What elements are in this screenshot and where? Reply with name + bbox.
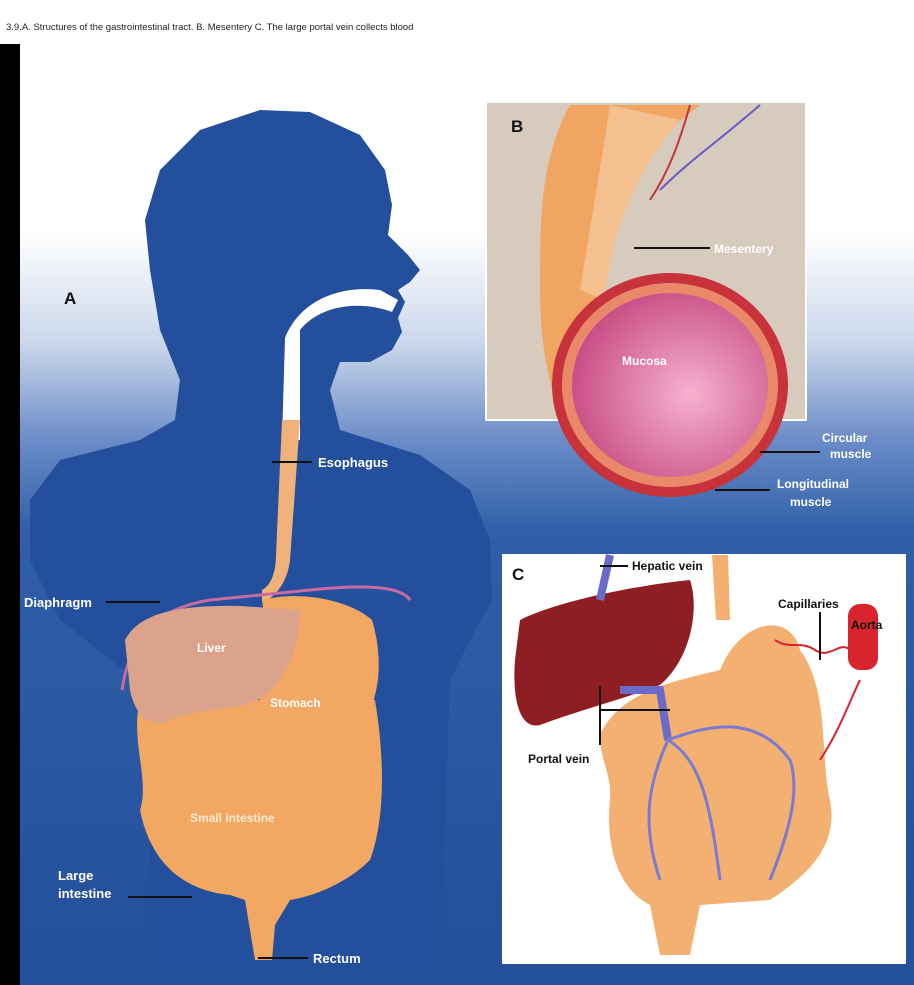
label-small-intestine: Small intestine — [190, 811, 275, 825]
label-capillaries: Capillaries — [778, 597, 839, 611]
aorta — [848, 604, 878, 670]
label-diaphragm: Diaphragm — [24, 595, 92, 610]
label-circular-1: Circular — [822, 431, 868, 445]
label-longitudinal-1: Longitudinal — [777, 477, 849, 491]
mucosa — [572, 293, 768, 477]
panel-label-c: C — [512, 565, 524, 584]
label-hepatic-vein: Hepatic vein — [632, 559, 703, 573]
label-mucosa: Mucosa — [622, 354, 667, 368]
label-large-intestine-2: intestine — [58, 886, 111, 901]
label-aorta: Aorta — [851, 618, 883, 632]
label-circular-2: muscle — [830, 447, 872, 461]
label-liver: Liver — [197, 641, 226, 655]
label-portal-vein: Portal vein — [528, 752, 589, 766]
label-rectum: Rectum — [313, 951, 361, 966]
label-stomach: Stomach — [270, 696, 321, 710]
label-longitudinal-2: muscle — [790, 495, 832, 509]
label-large-intestine-1: Large — [58, 868, 93, 883]
panel-label-b: B — [511, 117, 523, 136]
panel-a — [30, 110, 492, 975]
label-mesentery: Mesentery — [714, 242, 774, 256]
panel-b — [486, 102, 820, 497]
panel-label-a: A — [64, 289, 76, 308]
label-esophagus: Esophagus — [318, 455, 388, 470]
